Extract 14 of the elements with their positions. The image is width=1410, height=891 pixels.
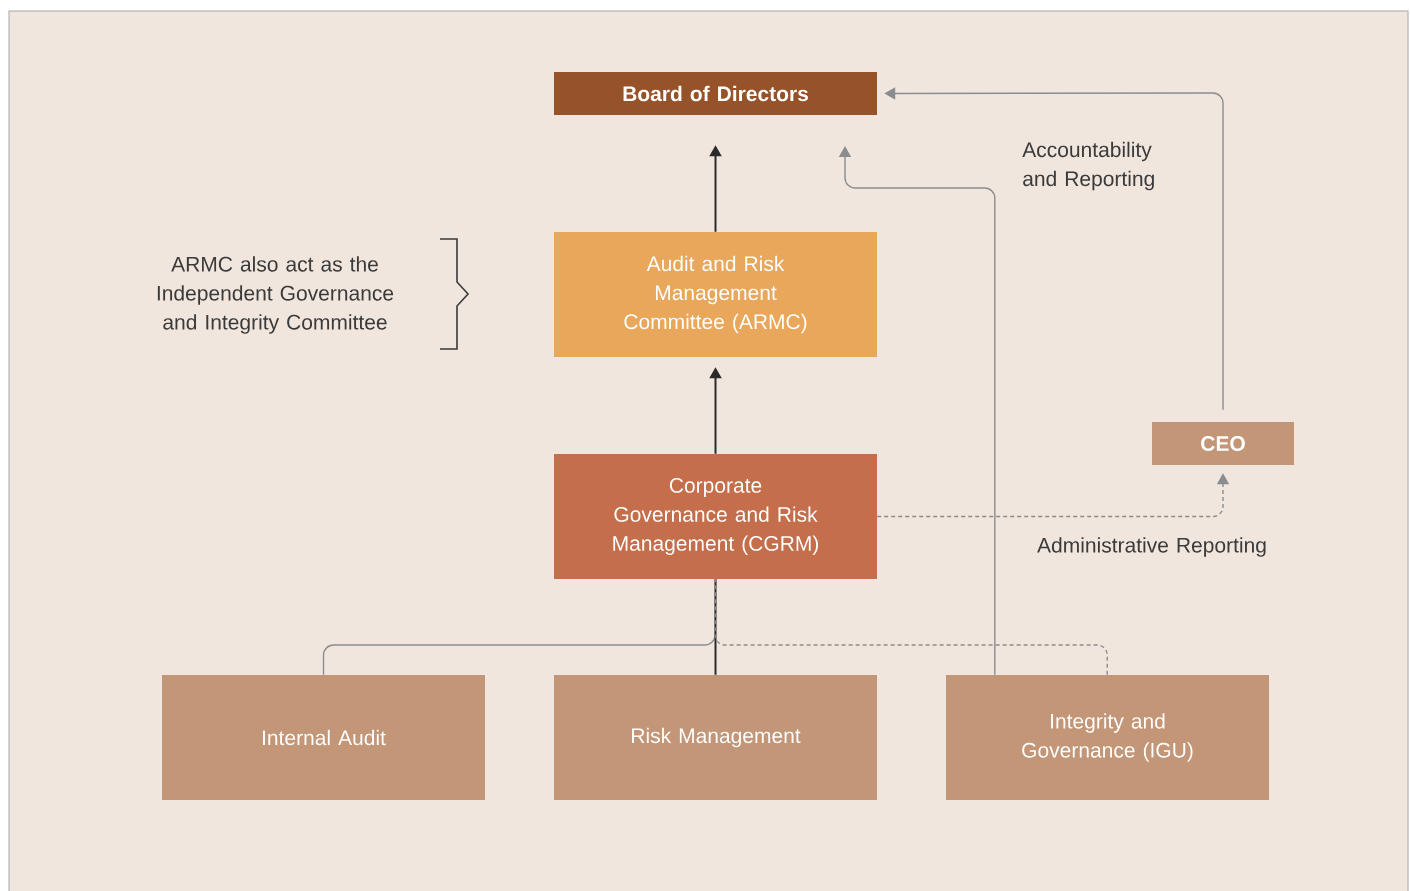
department-box: Corporate Governance and Risk Management (CGRM) (554, 454, 877, 579)
ceo-box: CEO (1152, 422, 1294, 465)
connector-arrow (838, 146, 996, 676)
connector-line (714, 578, 717, 676)
annotation-text: Administrative Reporting (1037, 537, 1266, 557)
annotation-text: ARMC also act as the Independent Governance and Integrity Committee (157, 256, 394, 334)
committee-box: Audit and Risk Management Committee (ARMC) (554, 232, 877, 357)
unit-box: Internal Audit (162, 675, 485, 800)
annotation-text: Accountability and Reporting (1022, 141, 1154, 191)
connector-arrow (884, 87, 1224, 411)
unit-box: Integrity and Governance (IGU) (946, 675, 1269, 800)
board-box: Board of Directors (554, 72, 877, 115)
unit-box: Risk Management (554, 675, 877, 800)
connector-line (714, 578, 1108, 676)
